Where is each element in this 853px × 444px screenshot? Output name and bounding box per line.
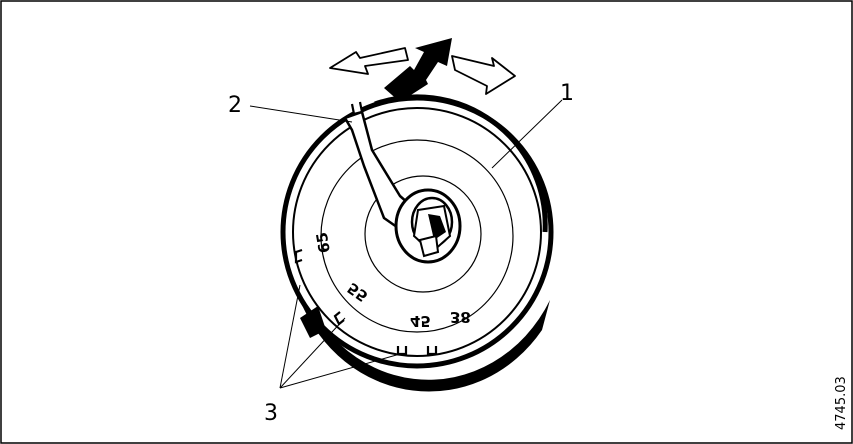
leader-line-1 bbox=[491, 99, 563, 169]
dial-hub bbox=[394, 188, 462, 264]
dial-side-tab bbox=[300, 306, 326, 338]
rotate-right-arrow-icon bbox=[451, 55, 516, 95]
dial-scale-track bbox=[320, 139, 514, 333]
dial-knob bbox=[280, 94, 554, 392]
leader-line-3c bbox=[279, 353, 401, 389]
leader-lines bbox=[249, 99, 563, 389]
scale-mark-65: 65 bbox=[313, 231, 334, 255]
dial-rim-shadow bbox=[296, 270, 550, 392]
dial-hub-ring bbox=[364, 175, 482, 293]
callout-label-2: 2 bbox=[228, 93, 242, 118]
figure-number: 4745.03 bbox=[834, 376, 849, 430]
notch bbox=[396, 346, 408, 356]
notch bbox=[294, 248, 303, 264]
scale-mark-38: 38 bbox=[450, 308, 471, 326]
dial-inner-ring bbox=[292, 107, 542, 357]
leader-line-2 bbox=[249, 105, 353, 123]
rotation-arrows bbox=[329, 38, 516, 102]
leader-line-3b bbox=[279, 317, 346, 389]
callout-label-1: 1 bbox=[560, 81, 574, 106]
push-up-arrow-icon bbox=[384, 38, 452, 102]
leader-line-3a bbox=[279, 284, 301, 389]
rotate-left-arrow-icon bbox=[329, 47, 409, 75]
dial-rim-arc-right bbox=[374, 94, 548, 233]
callout-label-3: 3 bbox=[264, 401, 278, 426]
scale-mark-45: 45 bbox=[410, 312, 431, 330]
notch bbox=[426, 346, 438, 356]
